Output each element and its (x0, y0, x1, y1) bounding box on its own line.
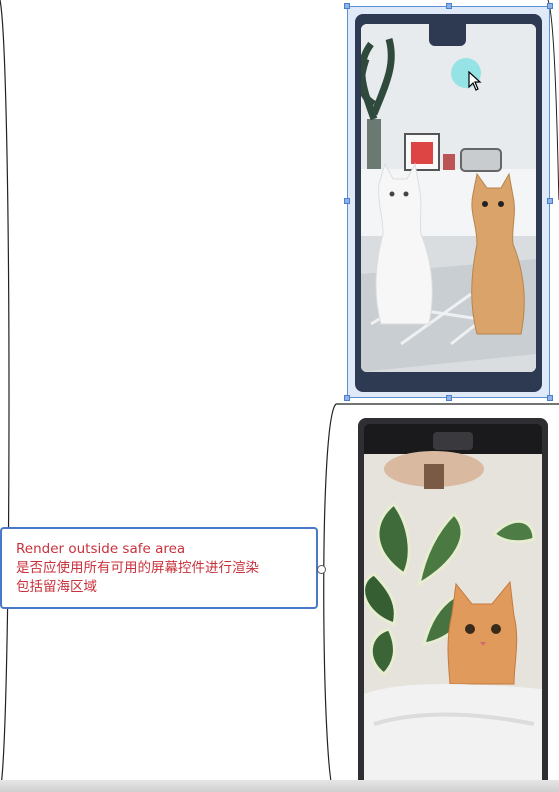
connector-anchor[interactable] (317, 565, 326, 574)
phone-notch (433, 432, 473, 450)
resize-handle-se[interactable] (547, 395, 553, 401)
resize-handle-n[interactable] (446, 3, 452, 9)
resize-handle-s[interactable] (446, 395, 452, 401)
property-callout[interactable]: Render outside safe area 是否应使用所有可用的屏幕控件进… (0, 527, 318, 609)
phone-screen-cat-plant (364, 424, 542, 792)
phone-screen-two-cats (361, 24, 536, 372)
resize-handle-nw[interactable] (344, 3, 350, 9)
cat-with-plant-image (364, 424, 542, 792)
window-bottom-edge (0, 780, 559, 792)
callout-title: Render outside safe area (16, 541, 186, 557)
mouse-pointer-icon (468, 71, 482, 91)
resize-handle-sw[interactable] (344, 395, 350, 401)
resize-handle-w[interactable] (344, 198, 350, 204)
phone-notch (429, 22, 466, 46)
resize-handle-e[interactable] (547, 198, 553, 204)
resize-handle-ne[interactable] (547, 3, 553, 9)
two-cats-image (361, 24, 536, 372)
callout-description-line2: 包括留海区域 (16, 579, 97, 595)
callout-description-line1: 是否应使用所有可用的屏幕控件进行渲染 (16, 560, 259, 576)
